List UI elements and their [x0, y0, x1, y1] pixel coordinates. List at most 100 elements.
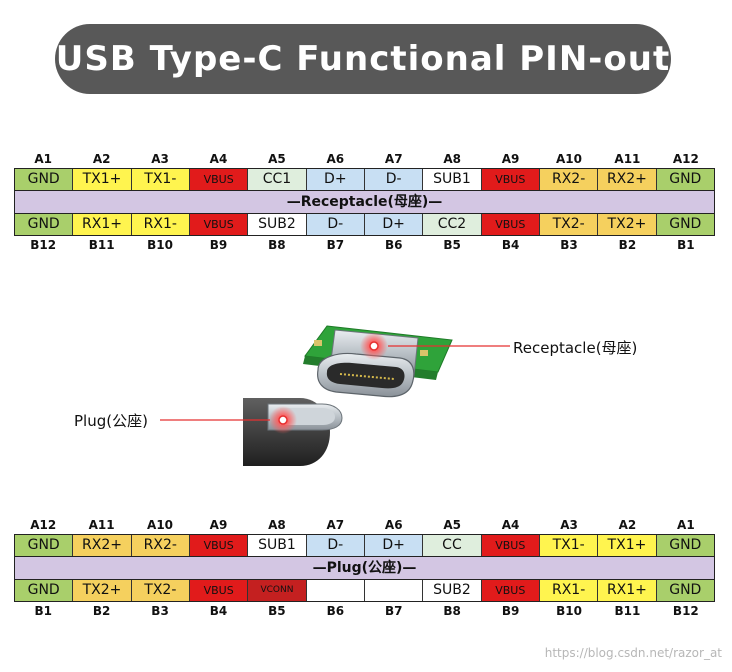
watermark: https://blog.csdn.net/razor_at: [544, 646, 722, 660]
receptacle-callout-label: Receptacle(母座): [513, 339, 638, 357]
plug-middle-bar: —Plug(公座)—: [14, 557, 715, 579]
plug-connector: [243, 398, 343, 466]
pin-label: B6: [384, 238, 403, 252]
pin-label: A10: [147, 518, 174, 532]
pin-cell-rx: RX2-: [131, 535, 190, 556]
pin-label: A12: [672, 152, 699, 166]
pin-label: B9: [209, 238, 228, 252]
pin-label: A6: [326, 152, 345, 166]
pin-cell-tx: TX1-: [131, 169, 190, 190]
pin-cell-tx: RX1+: [598, 580, 657, 601]
pin-label: A11: [88, 518, 115, 532]
pin-label: B8: [268, 238, 286, 252]
pin-label: A5: [443, 518, 461, 532]
plug-callout-label: Plug(公座): [74, 412, 148, 430]
pin-label: B4: [209, 604, 228, 618]
pin-cell-vbus: VBUS: [189, 169, 249, 190]
title-banner: USB Type-C Functional PIN-out: [55, 24, 671, 94]
pin-label: B12: [30, 238, 57, 252]
pin-cell-rx: TX2-: [539, 214, 599, 235]
pin-label: A12: [30, 518, 57, 532]
pin-cell-data: D+: [306, 169, 365, 190]
pin-label: B7: [326, 238, 345, 252]
pin-label: B7: [384, 604, 403, 618]
pin-label: B2: [92, 604, 111, 618]
pin-cell-vbus: VBUS: [481, 169, 540, 190]
pin-label: B2: [618, 238, 637, 252]
pin-cell-vbus: VBUS: [189, 214, 249, 235]
pin-cell-sub: SUB1: [248, 535, 307, 556]
pin-label: A4: [501, 518, 520, 532]
pin-cell-vbus: VBUS: [189, 580, 249, 601]
pin-label: A6: [384, 518, 403, 532]
pin-cell-gnd: GND: [15, 169, 74, 190]
pin-label: A8: [443, 152, 461, 166]
pin-label: B3: [151, 604, 169, 618]
pin-label: A2: [618, 518, 637, 532]
pin-cell-gnd: GND: [15, 580, 74, 601]
pin-label: B10: [556, 604, 582, 618]
pin-label: B1: [34, 604, 52, 618]
pin-cell-tx: TX1+: [73, 169, 132, 190]
pin-label: A7: [384, 152, 403, 166]
pin-cell-vbus: VBUS: [481, 214, 540, 235]
pin-cell-vbus: VBUS: [481, 535, 540, 556]
pin-label: B8: [443, 604, 461, 618]
receptacle-shell: [317, 329, 419, 398]
pin-label: B1: [677, 238, 695, 252]
pin-label: A8: [268, 518, 286, 532]
pin-cell-gnd: GND: [656, 535, 714, 556]
page-title: USB Type-C Functional PIN-out: [55, 39, 671, 79]
pin-label: B12: [672, 604, 699, 618]
pin-cell-tx: TX1-: [539, 535, 599, 556]
pin-label: B5: [443, 238, 461, 252]
pin-label: B6: [326, 604, 345, 618]
pin-label: B5: [268, 604, 286, 618]
pin-label: A3: [151, 152, 169, 166]
pin-label: A4: [209, 152, 228, 166]
pin-label: B11: [88, 238, 115, 252]
pin-label: A9: [209, 518, 228, 532]
pin-cell-vbus: VBUS: [481, 580, 540, 601]
pin-label: A5: [268, 152, 286, 166]
pin-cell-rx: RX2-: [539, 169, 599, 190]
pin-cell-vconn: VCONN: [248, 580, 307, 601]
pin-cell-sub: [364, 580, 424, 601]
pin-cell-data: D+: [364, 535, 424, 556]
pin-cell-sub: SUB2: [423, 580, 482, 601]
pin-cell-tx: RX1-: [131, 214, 190, 235]
pin-cell-data: D-: [306, 214, 365, 235]
pin-label: A2: [92, 152, 111, 166]
pin-cell-cc: CC: [423, 535, 482, 556]
pin-label: A10: [556, 152, 582, 166]
pin-cell-tx: RX1-: [539, 580, 599, 601]
pin-cell-cc: CC2: [423, 214, 482, 235]
pin-cell-data: D-: [364, 169, 424, 190]
pin-label: B4: [501, 238, 520, 252]
pin-cell-gnd: GND: [656, 214, 714, 235]
pin-cell-data: D-: [306, 535, 365, 556]
pin-cell-sub: SUB1: [423, 169, 482, 190]
pin-cell-rx: TX2+: [598, 214, 657, 235]
pin-cell-rx: TX2+: [73, 580, 132, 601]
pin-cell-sub: [306, 580, 365, 601]
pin-cell-cc: CC1: [248, 169, 307, 190]
pin-label: A1: [677, 518, 695, 532]
pin-cell-rx: TX2-: [131, 580, 190, 601]
receptacle-middle-bar: —Receptacle(母座)—: [14, 191, 715, 213]
pin-label: A11: [614, 152, 641, 166]
pin-cell-gnd: GND: [15, 535, 74, 556]
pin-cell-gnd: GND: [656, 169, 714, 190]
pin-label: B10: [147, 238, 173, 252]
pin-cell-tx: TX1+: [598, 535, 657, 556]
